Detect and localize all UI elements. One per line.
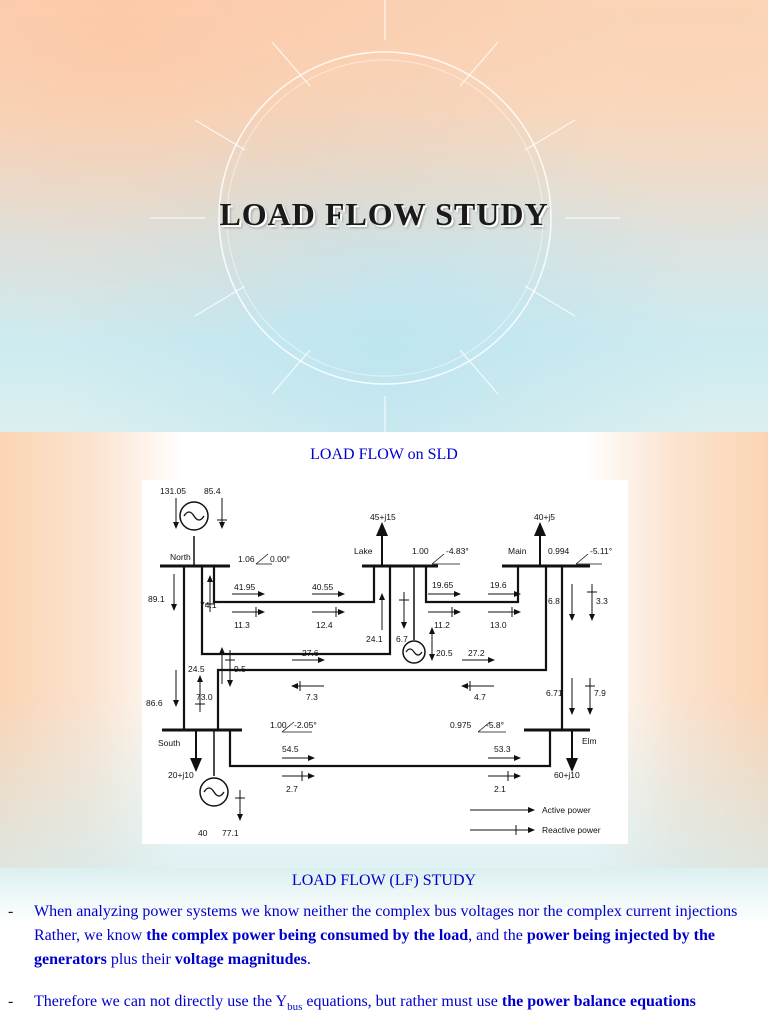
gen-south-p: 40: [198, 828, 208, 838]
lf-study-slide: LOAD FLOW (LF) STUDY - When analyzing po…: [0, 868, 768, 1024]
flow-label: 11.3: [234, 620, 250, 630]
slide-heading: LOAD FLOW (LF) STUDY: [291, 872, 477, 889]
load-elm: 60+j10: [554, 770, 580, 780]
flow-label: 54.5: [282, 744, 299, 754]
bus-elm-voltage: 0.975: [450, 720, 472, 730]
gen-north-p: 131.05: [160, 486, 186, 496]
title-slide: LOAD FLOW STUDY: [0, 0, 768, 432]
flow-label: 6.71: [546, 688, 563, 698]
load-lake: 45+j15: [370, 512, 396, 522]
flow-label: 3.3: [596, 596, 608, 606]
sld-svg: 131.05 85.4 North 1.06 0.00° Lake 45+j15…: [146, 486, 612, 838]
transmission-lines: [182, 566, 564, 768]
text-run: plus their: [106, 951, 175, 968]
flow-label: 24.5: [188, 664, 205, 674]
bus-south-angle: -2.05°: [294, 720, 317, 730]
slide-heading: LOAD FLOW on SLD: [310, 446, 458, 463]
bullet-2-text: Therefore we can not directly use the Yb…: [34, 990, 754, 1019]
flow-label: 13.0: [490, 620, 507, 630]
flow-label: 89.1: [148, 594, 165, 604]
bullet-2: - Therefore we can not directly use the …: [8, 990, 754, 1019]
flow-label: 27.2: [468, 648, 485, 658]
subscript: bus: [287, 1001, 303, 1014]
bold-run: the complex power being consumed by the …: [146, 927, 469, 944]
bus-lake-angle: -4.83°: [446, 546, 469, 556]
single-line-diagram: 131.05 85.4 North 1.06 0.00° Lake 45+j15…: [142, 480, 628, 844]
text-run: equations, but rather must use: [302, 993, 502, 1010]
flow-label: 2.1: [494, 784, 506, 794]
load-south: 20+j10: [168, 770, 194, 780]
bold-run: power being injected by the generators: [34, 927, 715, 968]
flow-label: 27.6: [302, 648, 319, 658]
bus-lake-voltage: 1.00: [412, 546, 429, 556]
flow-label: 19.65: [432, 580, 454, 590]
flow-label: 53.3: [494, 744, 511, 754]
slide-title: LOAD FLOW STUDY: [219, 196, 549, 232]
flow-label: 7.9: [594, 688, 606, 698]
bold-run: the power balance equations: [501, 993, 696, 1010]
bus-lake-name: Lake: [354, 546, 373, 556]
bullet-1: - When analyzing power systems we know n…: [8, 900, 754, 972]
flow-label: 40.55: [312, 582, 334, 592]
flow-label: 73.0: [196, 692, 213, 702]
flow-label: 41.95: [234, 582, 256, 592]
legend-active-label: Active power: [542, 805, 591, 815]
flow-arrows: [171, 498, 597, 821]
flow-label: 7.3: [306, 692, 318, 702]
bus-south-voltage: 1.00: [270, 720, 287, 730]
bus-north-angle: 0.00°: [270, 554, 290, 564]
load-main: 40+j5: [534, 512, 555, 522]
text-run: , and the: [468, 927, 527, 944]
bullet-1-text: When analyzing power systems we know nei…: [34, 900, 754, 972]
flow-label: 6.8: [548, 596, 560, 606]
flow-label: 12.4: [316, 620, 333, 630]
sld-slide: LOAD FLOW on SLD: [0, 432, 768, 868]
bus-north-voltage: 1.06: [238, 554, 255, 564]
text-run: Therefore we can not directly use the Y: [34, 993, 288, 1010]
bus-elm-angle: -5.8°: [486, 720, 504, 730]
gen-south-q: 77.1: [222, 828, 239, 838]
bullet-dash: -: [8, 993, 14, 1010]
flow-label: 86.6: [146, 698, 163, 708]
text-run: When analyzing power systems we know nei…: [34, 903, 738, 944]
background-glow: [0, 0, 768, 432]
flow-label: 74.1: [200, 600, 217, 610]
gen-lake-q: 20.5: [436, 648, 453, 658]
flow-label: 9.5: [234, 664, 246, 674]
flow-label: 4.7: [474, 692, 486, 702]
flow-label: 24.1: [366, 634, 383, 644]
bus-main-name: Main: [508, 546, 527, 556]
gen-north-q: 85.4: [204, 486, 221, 496]
bus-north-name: North: [170, 552, 191, 562]
sun-ring-decoration: [150, 0, 620, 432]
bus-south-name: South: [158, 738, 180, 748]
bullet-dash: -: [8, 903, 14, 920]
flow-label: 6.7: [396, 634, 408, 644]
bold-run: voltage magnitudes: [174, 951, 307, 968]
bus-main-angle: -5.11°: [590, 546, 612, 556]
bus-elm-name: Elm: [582, 736, 597, 746]
bus-main-voltage: 0.994: [548, 546, 570, 556]
legend-reactive-label: Reactive power: [542, 825, 601, 835]
flow-label: 2.7: [286, 784, 298, 794]
text-run: .: [306, 951, 311, 968]
flow-label: 11.2: [434, 620, 450, 630]
flow-label: 19.6: [490, 580, 507, 590]
